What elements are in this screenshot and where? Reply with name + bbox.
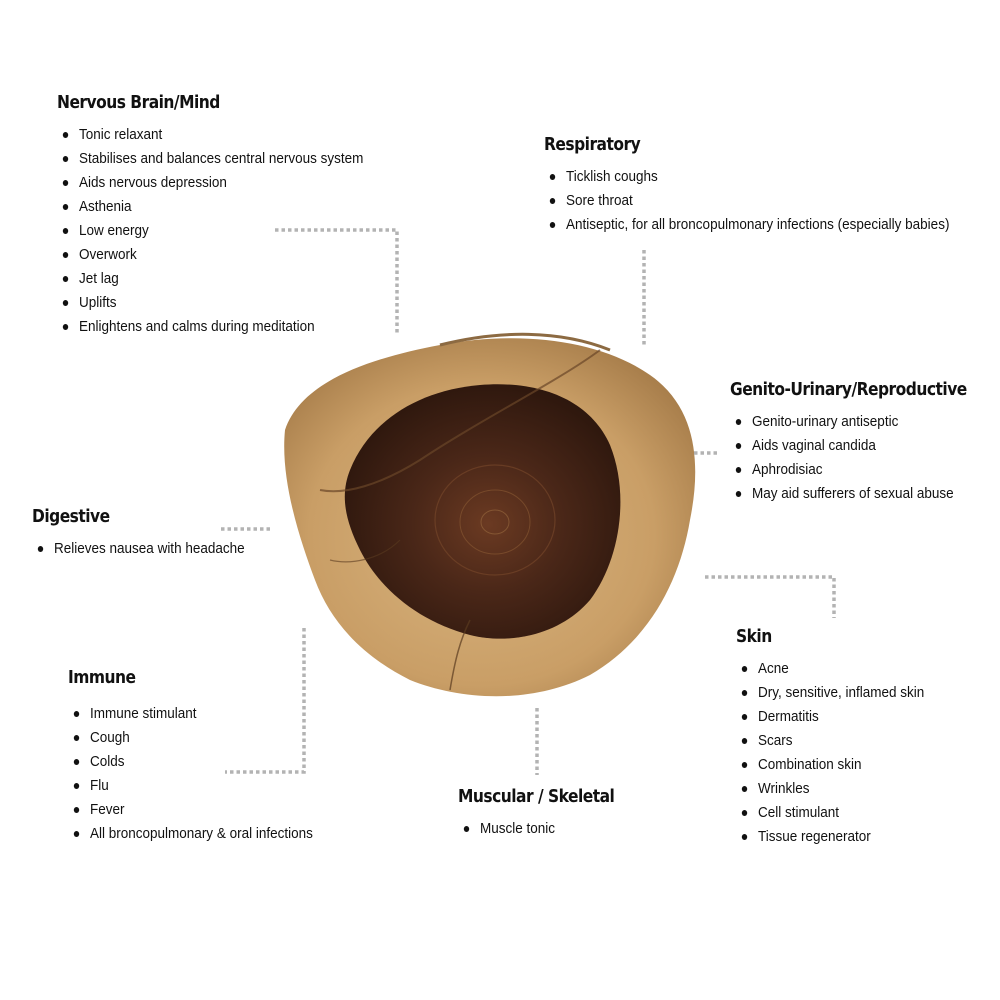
list-item: Immune stimulant [73, 702, 313, 726]
connector-nervous [275, 228, 399, 335]
list-item: Enlightens and calms during meditation [62, 315, 363, 339]
list-item: Dry, sensitive, inflamed skin [741, 681, 924, 705]
list-item: Colds [73, 750, 313, 774]
list-item: Tonic relaxant [62, 123, 363, 147]
bark-edge [439, 332, 611, 352]
list-item: Combination skin [741, 753, 924, 777]
list-item: Antiseptic, for all broncopulmonary infe… [549, 213, 949, 237]
list-item: Aids vaginal candida [735, 434, 980, 458]
list-item: Dermatitis [741, 705, 924, 729]
list-item: Overwork [62, 243, 363, 267]
connector-immune [225, 628, 306, 774]
list-item: Jet lag [62, 267, 363, 291]
section-title: Nervous Brain/Mind [57, 92, 220, 113]
growth-ring [480, 509, 510, 535]
list-item: Aids nervous depression [62, 171, 363, 195]
list-item: Cough [73, 726, 313, 750]
list-item: Scars [741, 729, 924, 753]
list-item: May aid sufferers of sexual abuse [735, 482, 980, 506]
list-item: Acne [741, 657, 924, 681]
list-item: Cell stimulant [741, 801, 924, 825]
wood-crack [319, 349, 601, 493]
wood-crack [329, 539, 401, 563]
section-title: Respiratory [544, 134, 641, 155]
growth-ring [434, 464, 556, 576]
list-item: Sore throat [549, 189, 949, 213]
wood-crack [449, 619, 471, 691]
list-item: Stabilises and balances central nervous … [62, 147, 363, 171]
section-title: Immune [68, 667, 136, 688]
list-item: Aphrodisiac [735, 458, 980, 482]
list-item: Genito-urinary antiseptic [735, 410, 980, 434]
heartwood-core [344, 384, 621, 639]
connector-skin [705, 575, 836, 618]
section-genito-urinary: Genito-Urinary/Reproductive Genito-urina… [730, 379, 1000, 506]
list-item: Relieves nausea with headache [37, 537, 245, 561]
section-muscular-skeletal: Muscular / Skeletal Muscle tonic [458, 786, 640, 841]
list-item: Fever [73, 798, 313, 822]
list-item: Wrinkles [741, 777, 924, 801]
section-digestive: Digestive Relieves nausea with headache [32, 506, 266, 561]
list-item: Tissue regenerator [741, 825, 924, 849]
growth-ring [459, 489, 531, 555]
section-title: Genito-Urinary/Reproductive [730, 379, 967, 400]
list-item: Uplifts [62, 291, 363, 315]
list-item: Ticklish coughs [549, 165, 949, 189]
list-item: Low energy [62, 219, 363, 243]
section-title: Skin [736, 626, 772, 647]
list-item: Muscle tonic [463, 817, 624, 841]
list-item: Asthenia [62, 195, 363, 219]
item-list: Relieves nausea with headache [32, 537, 266, 561]
list-item: All broncopulmonary & oral infections [73, 822, 313, 846]
list-item: Flu [73, 774, 313, 798]
item-list: Muscle tonic [458, 817, 640, 841]
section-title: Digestive [32, 506, 110, 527]
section-title: Muscular / Skeletal [458, 786, 615, 807]
